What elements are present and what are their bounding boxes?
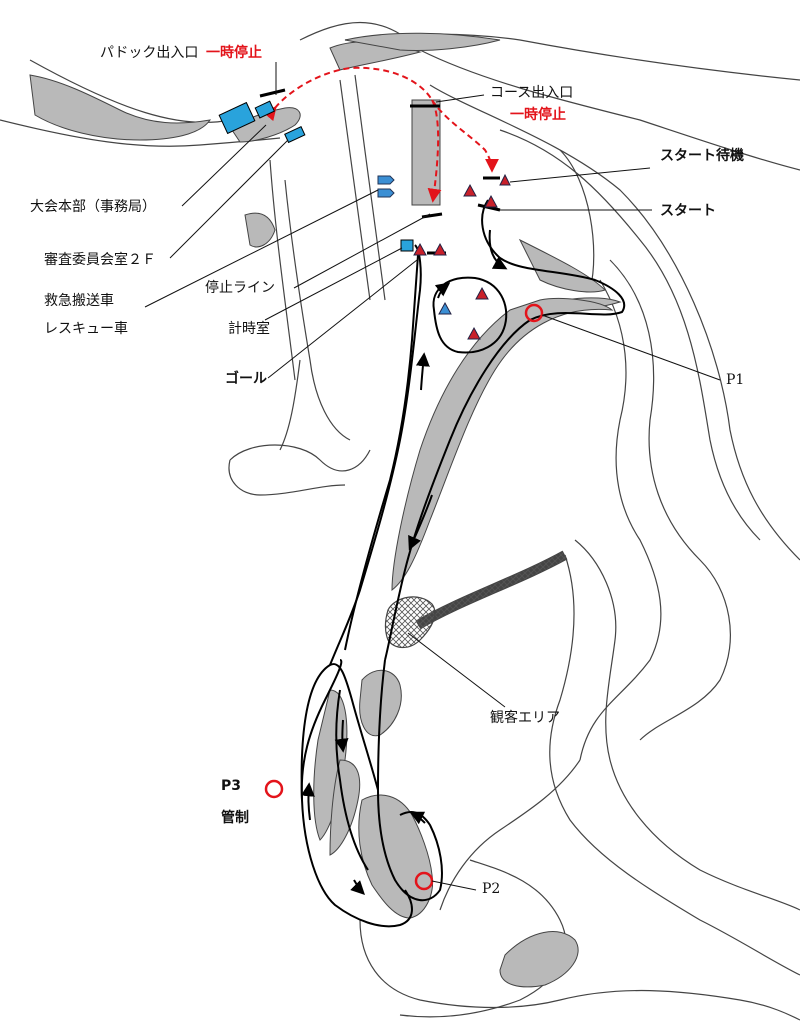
map-labels: パドック出入口 一時停止 コース出入口 一時停止 スタート待機 スタート 大会本…: [30, 44, 744, 897]
paddock-stop-label: 一時停止: [206, 44, 262, 61]
hq-label: 大会本部（事務局）: [30, 199, 156, 215]
control-label: 管制: [221, 809, 249, 826]
ambulance-label: 救急搬送車: [44, 292, 114, 309]
start-wait-label: スタート待機: [660, 147, 744, 164]
p1-label: P1: [726, 372, 744, 388]
paddock-route: [262, 66, 442, 203]
cones: [413, 173, 511, 340]
stop-line-label: 停止ライン: [205, 279, 275, 296]
p2-label: P2: [482, 881, 500, 897]
grass-areas: [29, 32, 622, 988]
leader-lines: [144, 62, 721, 891]
hq-buildings: [218, 100, 414, 252]
rescue-vehicles: [377, 175, 395, 198]
goal-label: ゴール: [225, 370, 267, 387]
rescue-label: レスキュー車: [44, 320, 128, 337]
spectator-area-shape: [384, 596, 436, 649]
spectator-label: 観客エリア: [490, 709, 560, 726]
judges-label: 審査委員会室２Ｆ: [44, 251, 156, 268]
p3-label: P3: [221, 778, 241, 794]
course-entry-route: [431, 99, 499, 173]
start-label: スタート: [660, 203, 716, 219]
timing-label: 計時室: [228, 320, 270, 337]
course-stop-label: 一時停止: [510, 106, 566, 123]
paddock-gate-label: パドック出入口: [100, 45, 198, 61]
p3-marker: [264, 779, 284, 799]
p1-marker: [524, 303, 544, 323]
course-gate-label: コース出入口: [490, 85, 573, 101]
